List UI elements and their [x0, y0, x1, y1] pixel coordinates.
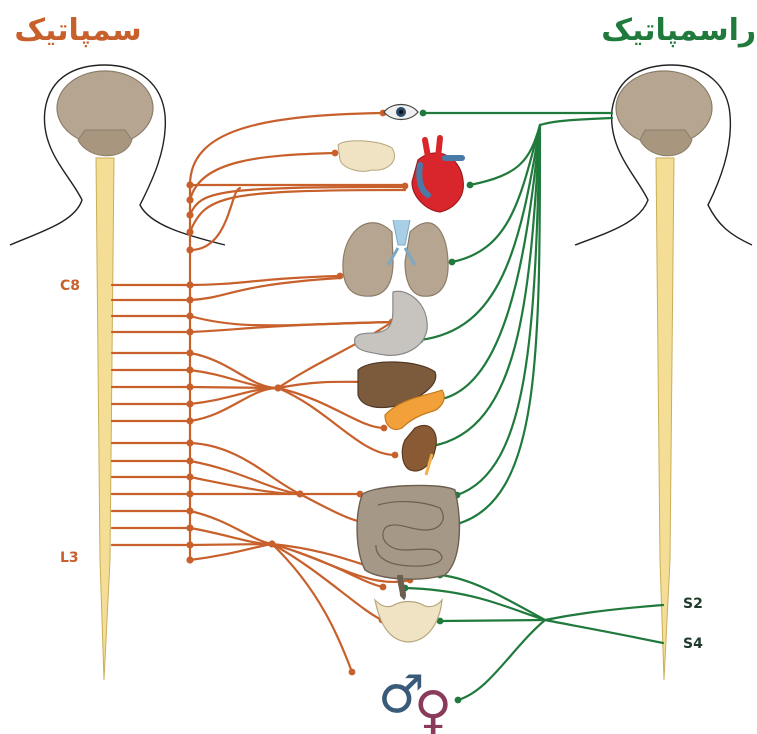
sympathetic-title: سمپاتیک: [14, 13, 141, 48]
lacrimal-gland-icon: [338, 141, 395, 172]
kidney-icon: [402, 425, 436, 475]
lungs-icon: [343, 220, 448, 296]
label-l3: L3: [60, 550, 79, 566]
label-s4: S4: [683, 636, 703, 652]
right-spinal-cord: [656, 158, 674, 680]
eye-icon: [384, 105, 418, 120]
female-symbol-icon: ♀: [414, 681, 452, 734]
parasympathetic-title: پاراسمپاتیک: [601, 13, 757, 48]
right-brain: [616, 71, 712, 156]
label-c8: C8: [60, 278, 80, 294]
label-s2: S2: [683, 596, 703, 612]
left-brain: [57, 71, 153, 156]
bladder-icon: [375, 600, 442, 642]
heart-icon: [412, 138, 463, 212]
left-spinal-cord: [96, 158, 114, 680]
